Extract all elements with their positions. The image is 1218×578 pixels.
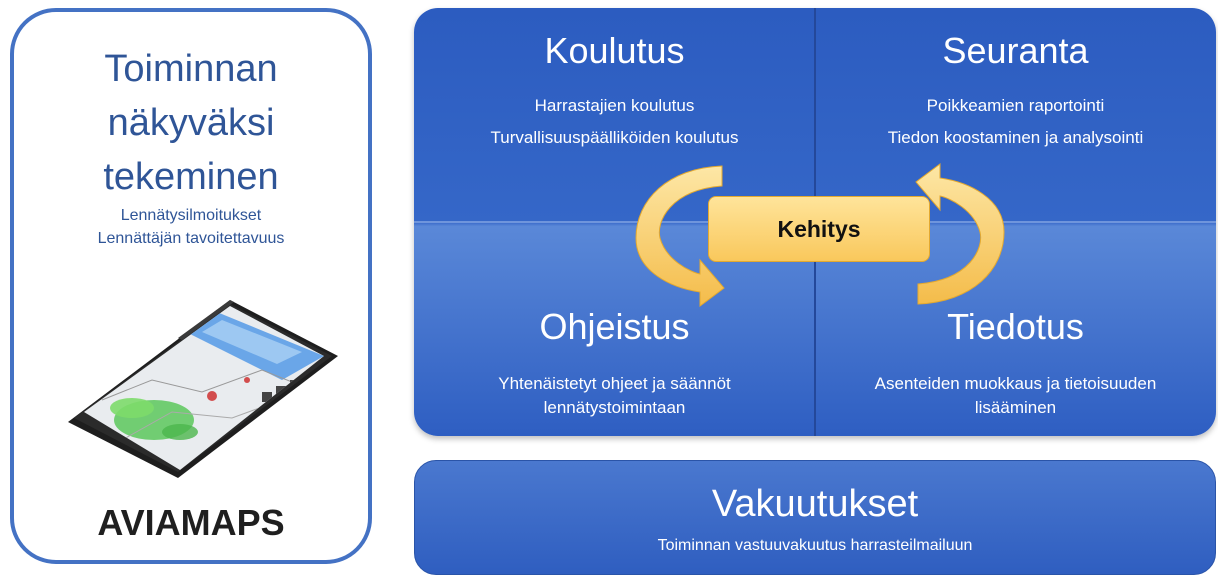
quadrant-koulutus: Koulutus Harrastajien koulutus Turvallis… <box>414 8 815 222</box>
quadrant-line: Asenteiden muokkaus ja tietoisuuden <box>874 374 1157 393</box>
quadrant-line: Turvallisuuspäälliköiden koulutus <box>490 128 739 147</box>
quadrant-line: Harrastajien koulutus <box>534 96 695 115</box>
quadrant-title: Koulutus <box>544 30 685 71</box>
quadrant-seuranta: Seuranta Poikkeamien raportointi Tiedon … <box>815 8 1216 222</box>
quadrant-line: lennätystoimintaan <box>543 398 686 417</box>
quadrant-title: Ohjeistus <box>539 306 690 347</box>
vakuutukset-subtitle: Toiminnan vastuuvakuutus harrasteilmailu… <box>657 537 973 554</box>
left-curved-arrow <box>635 165 725 307</box>
left-sub-line-1: Lennätysilmoitukset <box>120 207 262 224</box>
vakuutukset-title: Vakuutukset <box>711 483 919 525</box>
right-curved-arrow <box>915 163 1005 305</box>
quadrant-line: Yhtenäistetyt ohjeet ja säännöt <box>498 374 731 393</box>
left-title-line-2: näkyväksi <box>107 102 275 144</box>
quadrant-title: Tiedotus <box>947 306 1084 347</box>
left-title: Toiminnan näkyväksi tekeminen <box>14 42 368 204</box>
phone-map-icon <box>68 300 338 478</box>
quadrant-tiedotus: Tiedotus Asenteiden muokkaus ja tietoisu… <box>815 222 1216 436</box>
left-sub-line-2: Lennättäjän tavoitettavuus <box>97 230 285 247</box>
quadrant-line: Poikkeamien raportointi <box>926 96 1105 115</box>
left-panel: Toiminnan näkyväksi tekeminen Lennätysil… <box>10 8 372 564</box>
left-title-line-1: Toiminnan <box>104 48 278 90</box>
quadrant-line: Tiedon koostaminen ja analysointi <box>887 128 1144 147</box>
kehitys-box: Kehitys <box>708 196 930 262</box>
brand-logo: AVIAMAPS <box>97 502 285 543</box>
quadrant-ohjeistus: Ohjeistus Yhtenäistetyt ohjeet ja säännö… <box>414 222 815 436</box>
quadrant-title: Seuranta <box>942 30 1089 71</box>
cycle-arrows <box>635 163 1005 307</box>
vakuutukset-block: Vakuutukset Toiminnan vastuuvakuutus har… <box>414 460 1216 575</box>
left-title-line-3: tekeminen <box>103 156 279 198</box>
left-subtitle: Lennätysilmoitukset Lennättäjän tavoitet… <box>14 204 368 250</box>
quadrant-line: lisääminen <box>974 398 1057 417</box>
phone-image <box>62 300 342 480</box>
